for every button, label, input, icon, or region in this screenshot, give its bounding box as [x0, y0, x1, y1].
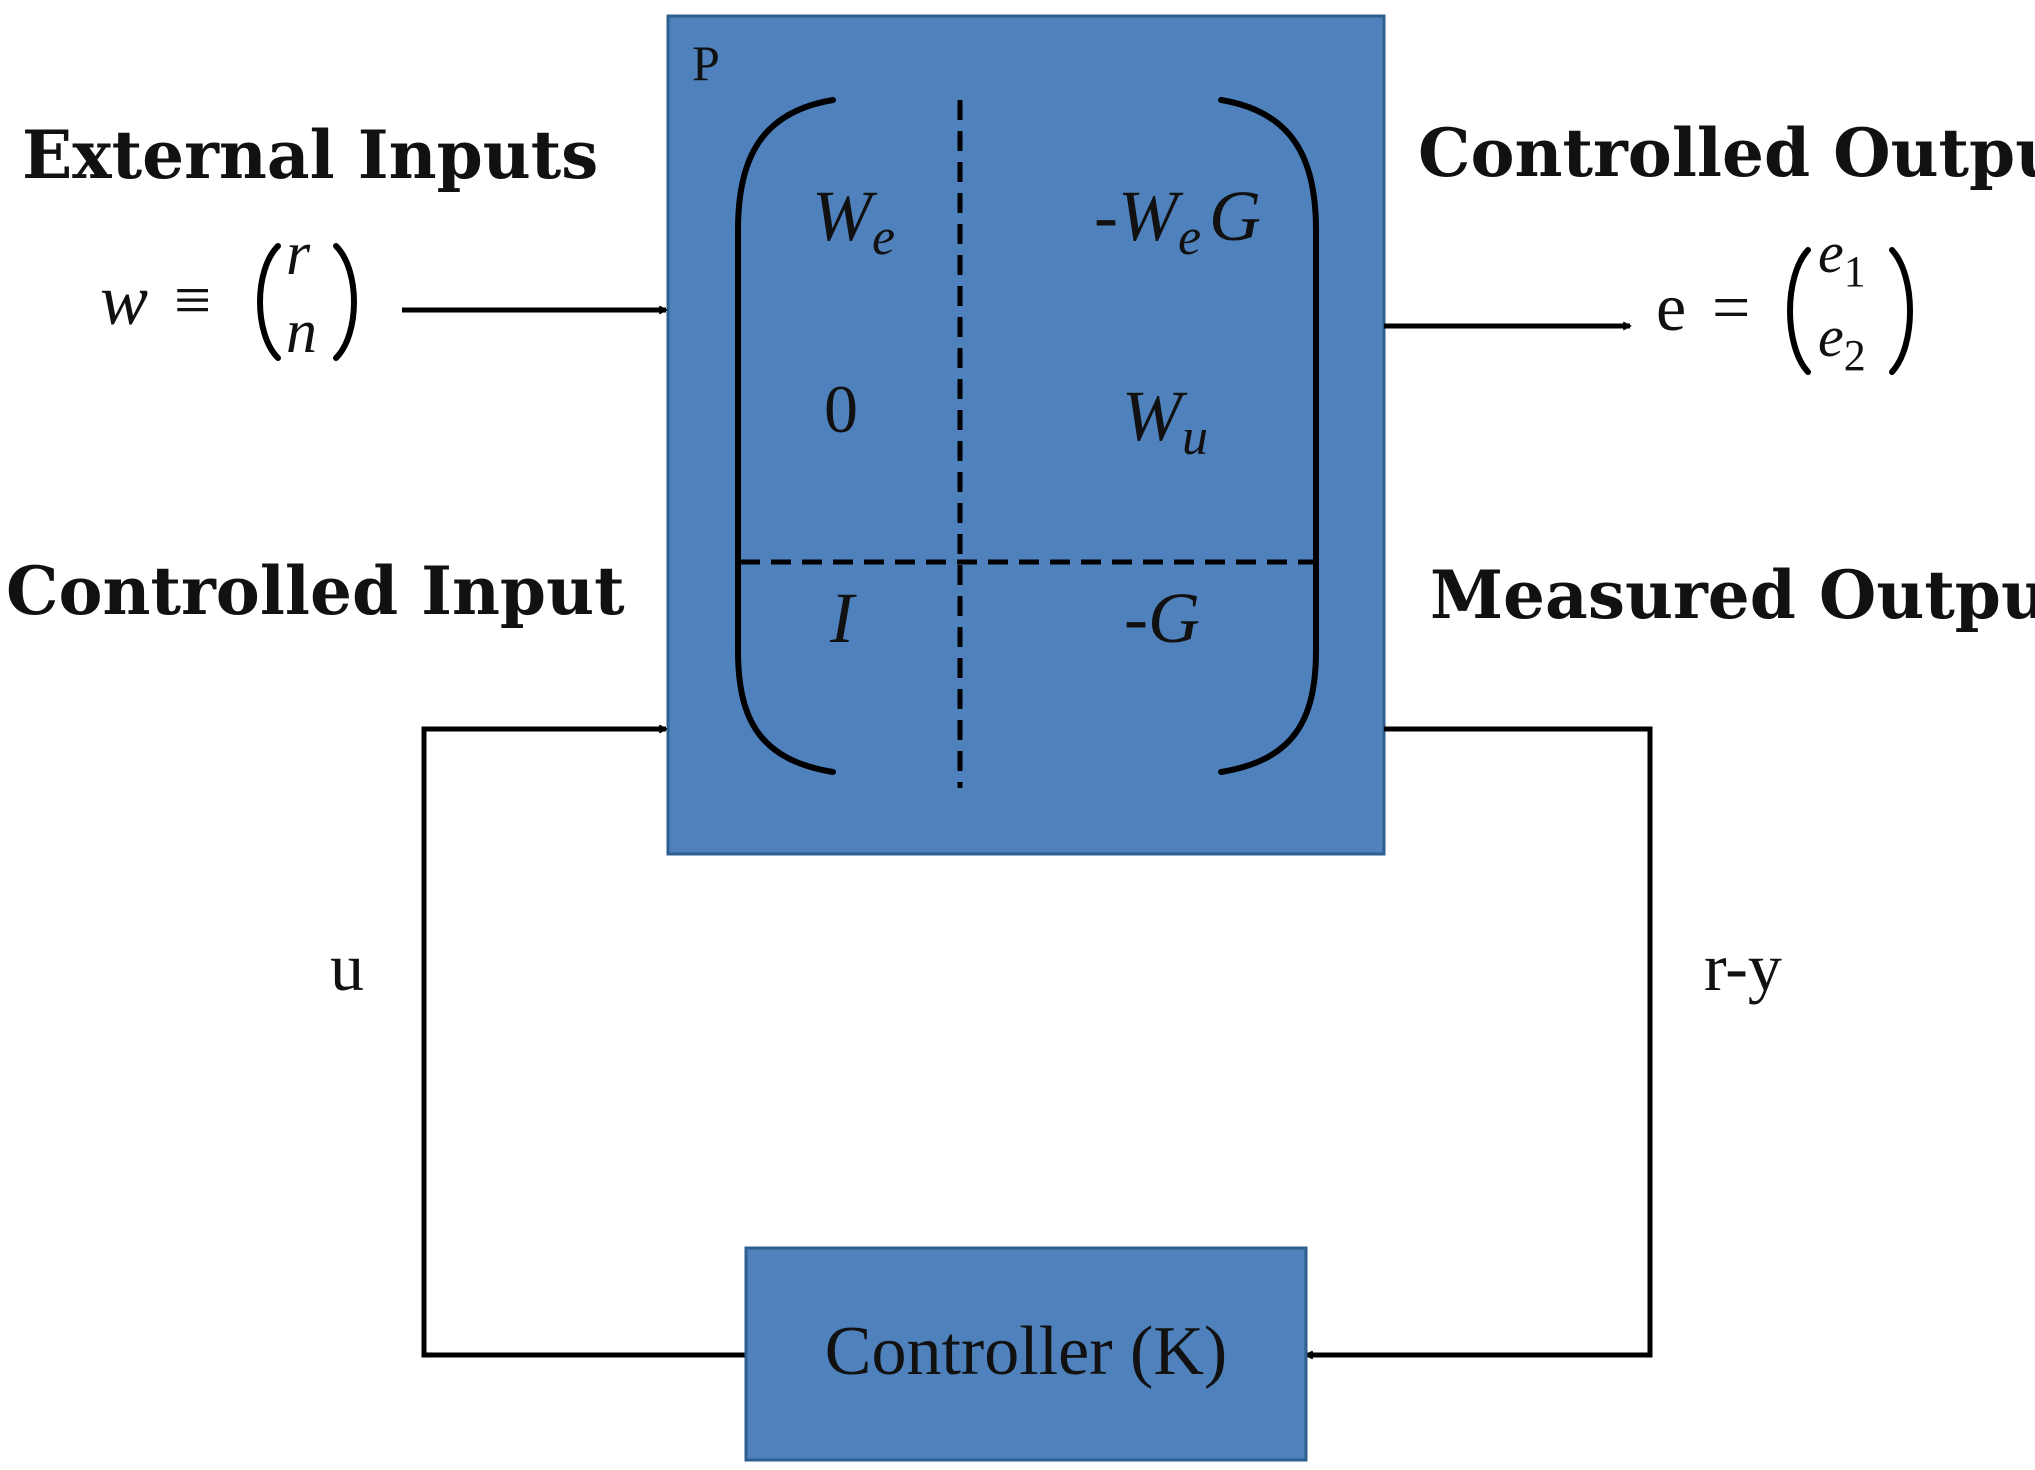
- svg-text:e: e: [1656, 269, 1686, 345]
- matrix-right-bracket: [1218, 97, 1319, 775]
- controller-label: Controller (K): [825, 1313, 1227, 1390]
- svg-text:r: r: [286, 220, 311, 288]
- plant-label: P: [692, 35, 720, 91]
- measured-outputs-heading: Measured Outputs: [1430, 556, 2035, 634]
- matrix-entry-identity: I: [829, 578, 857, 658]
- matrix-entry-neg-g: -G: [1124, 578, 1200, 658]
- external-inputs-heading: External Inputs: [22, 116, 598, 194]
- matrix-entry-zero: 0: [824, 371, 858, 447]
- matrix-entry-wu: Wu: [1122, 376, 1208, 466]
- svg-text:e2: e2: [1818, 304, 1866, 380]
- svg-text:w: w: [100, 260, 148, 340]
- matrix-left-bracket: [735, 97, 836, 775]
- e-definition: e = e1 e2: [1656, 220, 1913, 380]
- matrix-entry-we: We: [812, 176, 895, 266]
- signal-label-u: u: [330, 929, 364, 1005]
- svg-text:n: n: [286, 298, 317, 366]
- svg-text:≡: ≡: [174, 264, 211, 337]
- measured-output-feedback-arrow: [1306, 726, 1653, 1355]
- w-definition: w ≡ r n: [100, 220, 357, 366]
- plant-block[interactable]: [666, 14, 1386, 856]
- signal-label-r-minus-y: r-y: [1704, 929, 1782, 1005]
- controller-block[interactable]: [744, 1246, 1308, 1462]
- controlled-outputs-heading: Controlled Outputs: [1418, 114, 2035, 192]
- controlled-input-heading: Controlled Input: [6, 552, 625, 630]
- svg-text:=: =: [1712, 269, 1750, 345]
- controller-output-arrow: [421, 729, 748, 1358]
- svg-text:e1: e1: [1818, 220, 1866, 296]
